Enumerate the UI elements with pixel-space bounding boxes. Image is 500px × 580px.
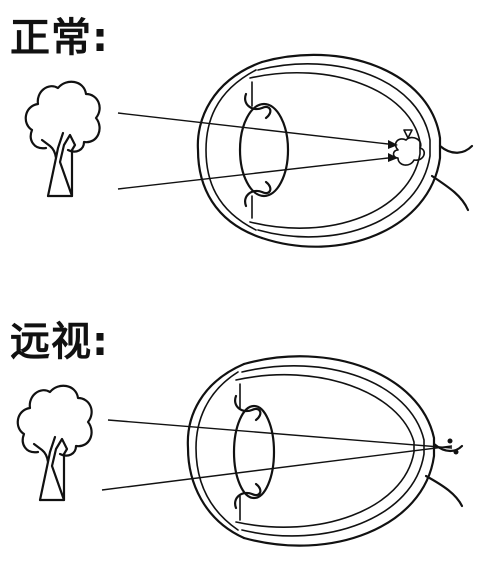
arrow-head-bottom bbox=[388, 153, 398, 162]
label-far-vision: 远视: bbox=[10, 319, 109, 365]
eye-cross-section-icon bbox=[196, 53, 474, 248]
focus-point-top bbox=[447, 438, 453, 444]
diagram-far-vision bbox=[16, 355, 464, 547]
arrow-head-top bbox=[388, 140, 398, 149]
light-rays bbox=[101, 419, 459, 491]
label-normal-vision: 正常: bbox=[10, 15, 109, 61]
diagram-normal-vision bbox=[24, 53, 474, 248]
tree-icon bbox=[24, 80, 101, 198]
light-rays bbox=[117, 112, 398, 190]
tree-icon bbox=[16, 384, 93, 502]
inverted-tree-image-icon bbox=[392, 129, 426, 166]
eye-cross-section-icon bbox=[186, 355, 464, 547]
